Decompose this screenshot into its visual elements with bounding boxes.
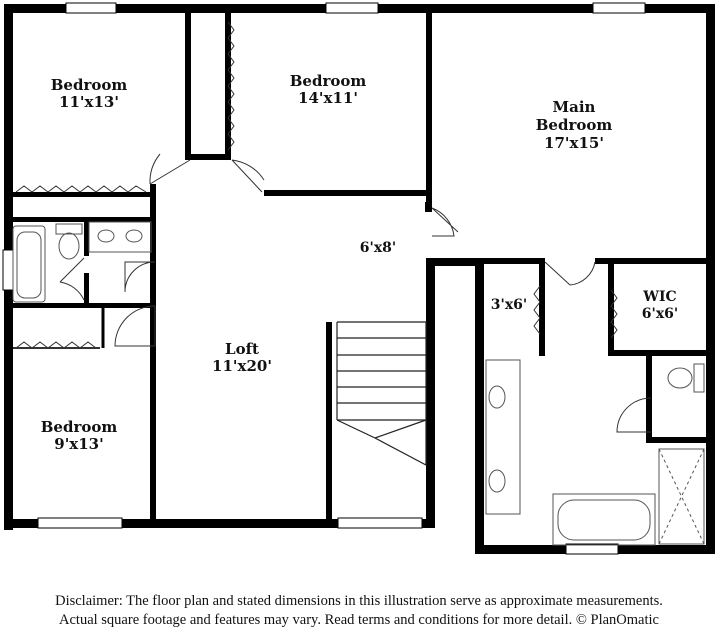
main-bedroom-name-line1: Main [553, 98, 596, 116]
disclaimer-line-1: Disclaimer: The floor plan and stated di… [55, 593, 663, 609]
bedroom-top-middle-name: Bedroom [290, 72, 367, 90]
main-bedroom-dims: 17'x15' [544, 134, 604, 152]
room-labels: Bedroom 11'x13' Bedroom 14'x11' Main Bed… [41, 72, 678, 453]
bedroom-top-middle-dims: 14'x11' [298, 89, 358, 107]
stairs [336, 321, 427, 466]
loft-dims: 11'x20' [212, 357, 272, 375]
loft-name: Loft [225, 340, 259, 358]
closet-small-dims: 3'x6' [491, 297, 527, 313]
disclaimer-line-2: Actual square footage and features may v… [59, 612, 659, 628]
bedroom-top-left-name: Bedroom [51, 76, 128, 94]
bath-fixtures [12, 221, 705, 546]
bedroom-top-left-dims: 11'x13' [59, 93, 119, 111]
bedroom-bottom-left-name: Bedroom [41, 418, 118, 436]
bedroom-bottom-left-dims: 9'x13' [54, 435, 103, 453]
wic-dims: 6'x6' [642, 306, 678, 322]
swing-doors [59, 153, 652, 433]
wic-name: WIC [642, 289, 676, 305]
windows [2, 2, 646, 555]
main-bedroom-name-line2: Bedroom [536, 116, 613, 134]
hall-closet-dims: 6'x8' [360, 240, 396, 256]
disclaimer: Disclaimer: The floor plan and stated di… [0, 592, 718, 630]
closet-doors [13, 21, 618, 349]
